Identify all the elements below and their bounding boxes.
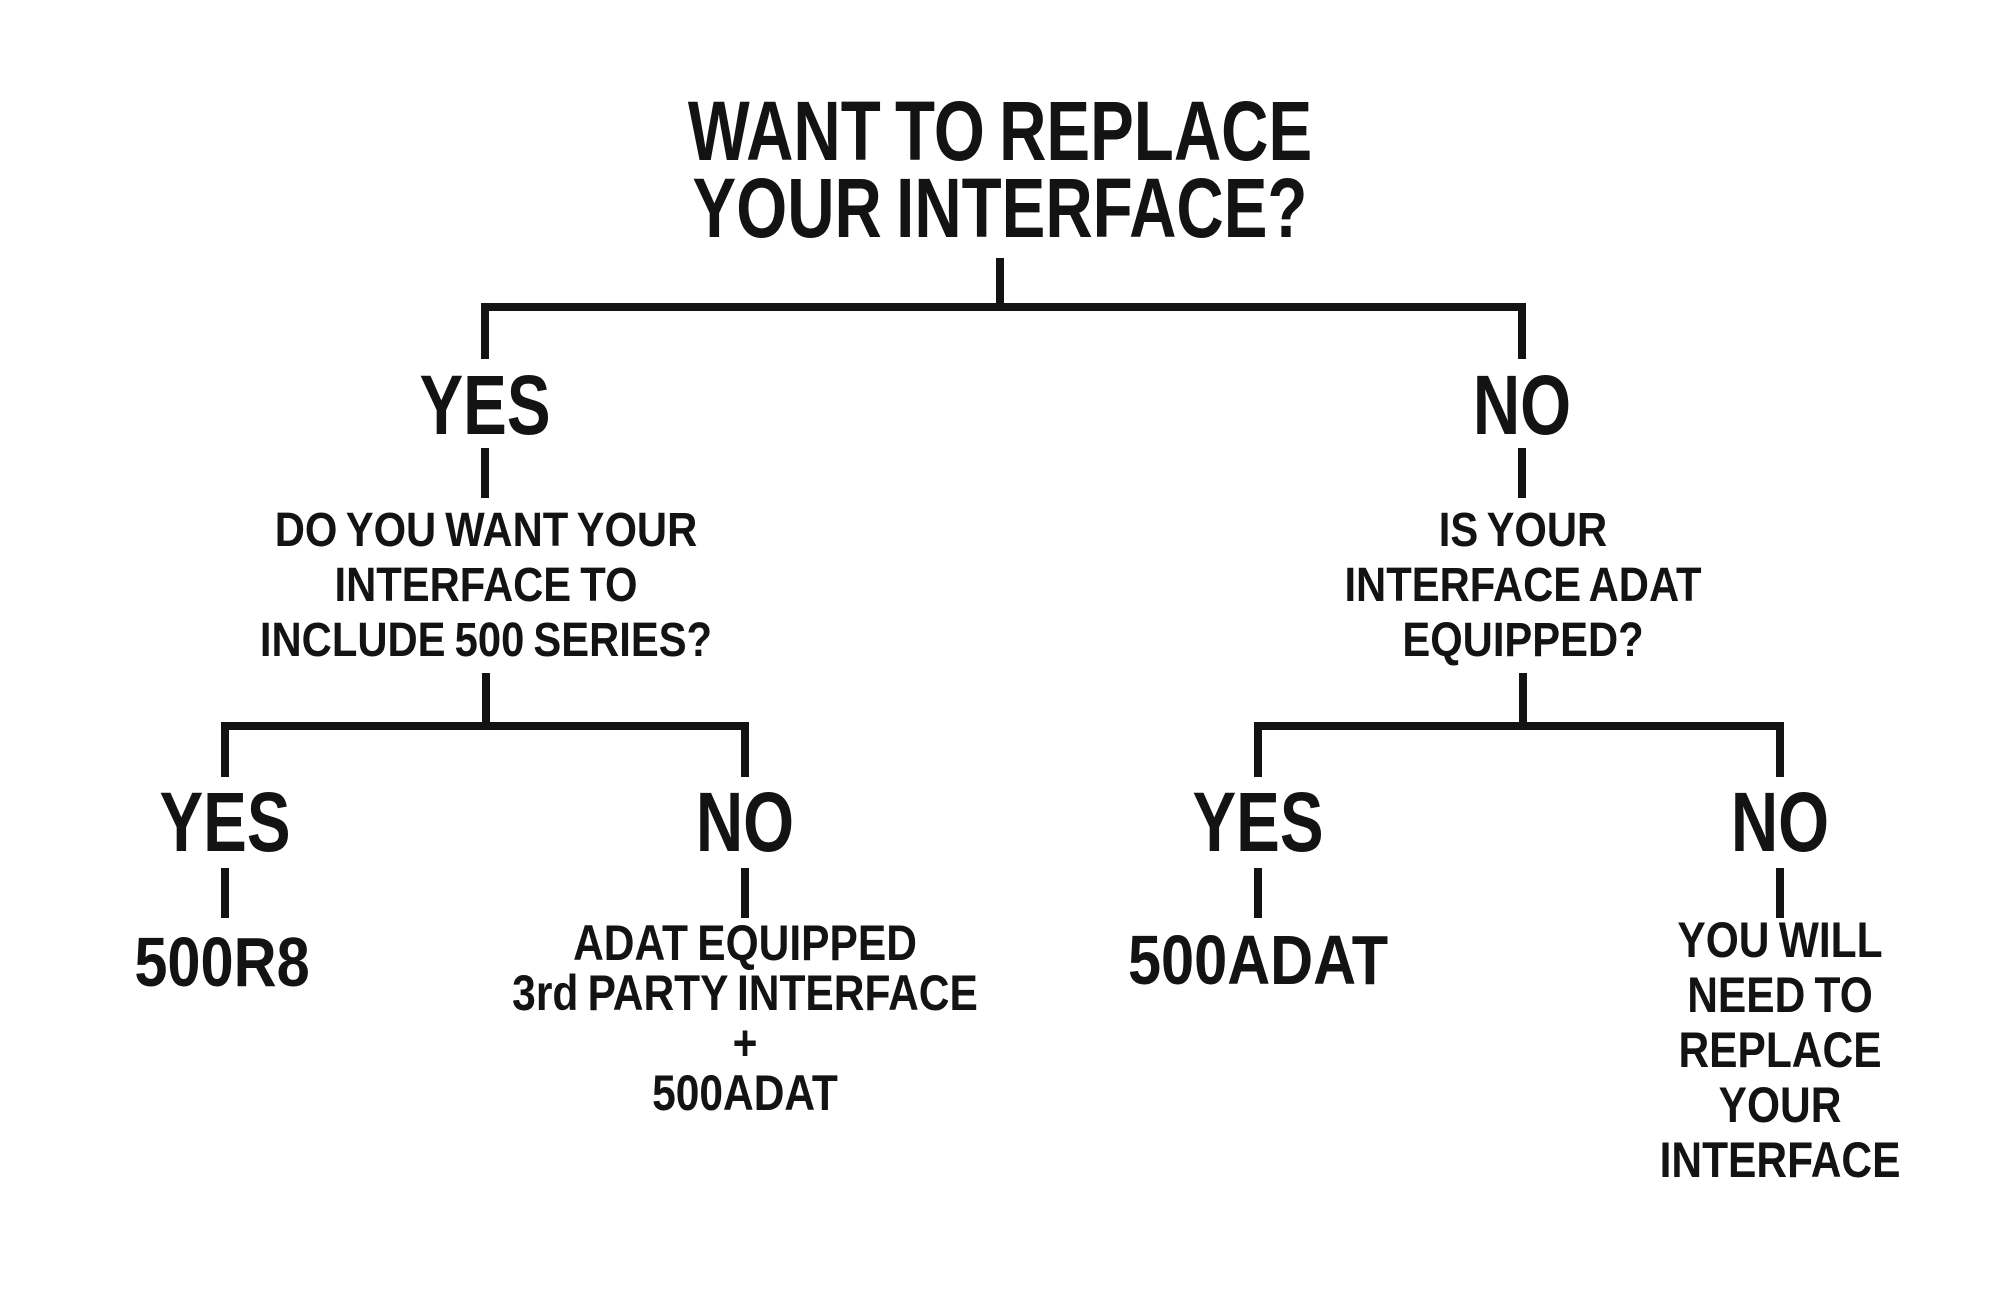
connector-yes-no-stem	[741, 868, 749, 918]
result-adat-3rd-party-plus-500adat: ADAT EQUIPPED 3rd PARTY INTERFACE + 500A…	[512, 915, 978, 1121]
no-branch-no-label: NO	[1730, 775, 1830, 869]
yes-branch-yes-label: YES	[159, 775, 291, 869]
no-branch-yes-label: YES	[1192, 775, 1324, 869]
connector-yes-yes-stem	[221, 868, 229, 918]
yes-branch-no-label: NO	[695, 775, 795, 869]
connector-left-split-left-drop	[221, 722, 229, 777]
connector-right-split-left-drop	[1254, 722, 1262, 777]
connector-right-split-right-drop	[1776, 722, 1784, 777]
result-replace-interface: YOU WILL NEED TO REPLACE YOUR INTERFACE	[1659, 912, 1901, 1188]
yes-branch-question: DO YOU WANT YOUR INTERFACE TO INCLUDE 50…	[259, 504, 713, 667]
connector-level1-left-drop	[481, 303, 489, 359]
result-500r8: 500R8	[134, 923, 310, 1001]
connector-level1-bar	[481, 303, 1526, 311]
connector-no-branch-stem	[1518, 448, 1526, 498]
no-branch-question: IS YOUR INTERFACE ADAT EQUIPPED?	[1344, 504, 1702, 667]
connector-right-split-bar	[1254, 722, 1784, 730]
no-branch-label: NO	[1472, 358, 1572, 452]
connector-yes-branch-stem	[481, 448, 489, 498]
yes-branch-label: YES	[419, 358, 551, 452]
result-500adat: 500ADAT	[1127, 921, 1389, 999]
connector-left-split-bar	[221, 722, 749, 730]
connector-left-question-stem	[482, 673, 490, 730]
connector-root-stem	[996, 258, 1004, 311]
connector-no-yes-stem	[1254, 868, 1262, 918]
root-question: WANT TO REPLACE YOUR INTERFACE?	[687, 84, 1313, 255]
connector-right-question-stem	[1519, 673, 1527, 730]
connector-no-no-stem	[1776, 868, 1784, 918]
connector-level1-right-drop	[1518, 303, 1526, 359]
connector-left-split-right-drop	[741, 722, 749, 777]
